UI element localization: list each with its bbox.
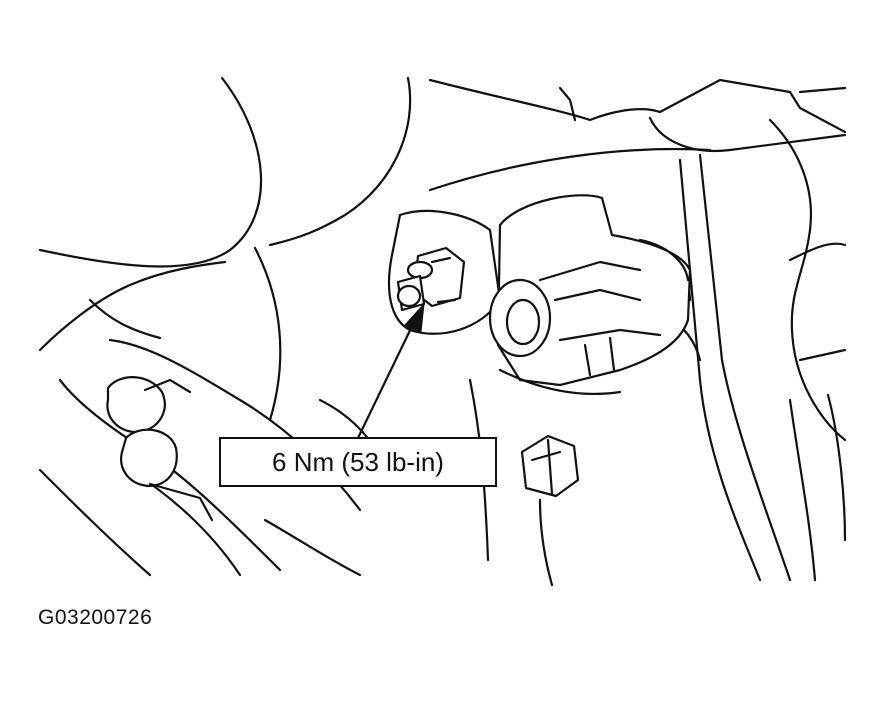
figure-id: G03200726 [38,606,153,629]
left-hoses [38,298,490,577]
torque-callout: 6 Nm (53 lb-in) [219,302,497,487]
torque-spec-label: 6 Nm (53 lb-in) [272,447,444,477]
housing-outline [38,76,847,422]
leader-arrow-icon [356,316,418,440]
torque-bolt [396,246,466,312]
lower-bolt [520,434,580,587]
